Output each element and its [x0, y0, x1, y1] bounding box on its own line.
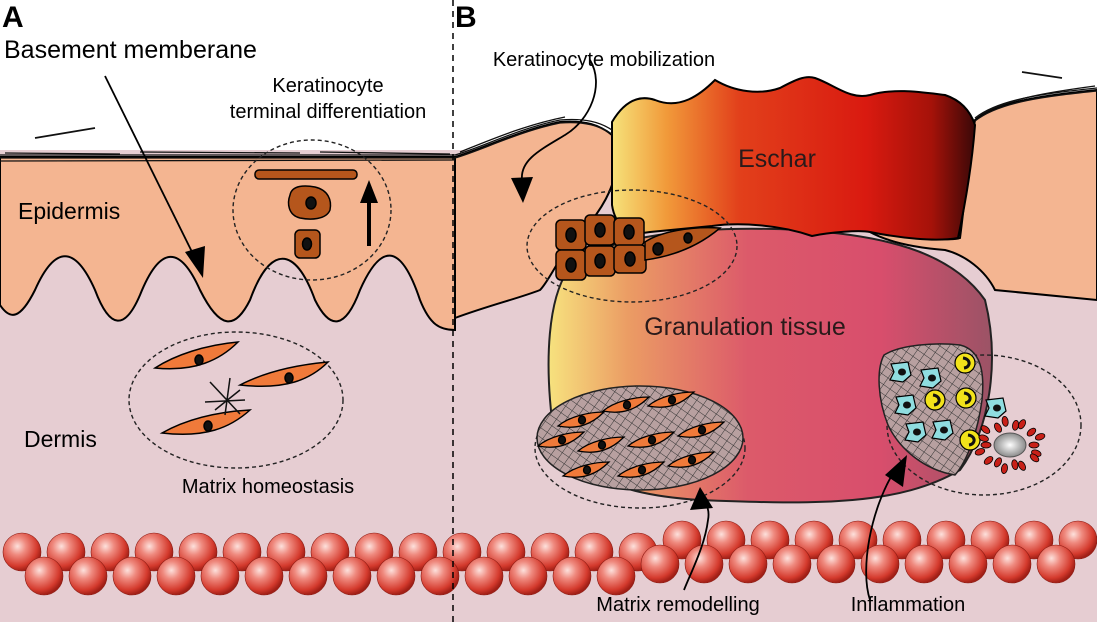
- fibroblast-nucleus: [667, 395, 677, 405]
- red-blood-cell: [1001, 416, 1009, 427]
- red-blood-cell: [1028, 441, 1040, 449]
- neutrophil: [959, 429, 981, 451]
- matrix-homeostasis-zone: [128, 331, 344, 469]
- panel-label-a: A: [2, 1, 24, 34]
- fibroblast-nucleus: [687, 455, 697, 465]
- neutrophil-nucleus: [962, 356, 971, 370]
- blood-cell: [1036, 544, 1076, 584]
- collagen-fibres-a: [204, 377, 246, 416]
- blood-cell: [816, 544, 856, 584]
- blood-cell: [288, 556, 328, 596]
- fibroblast-nucleus: [622, 400, 632, 410]
- panel-label-b: B: [455, 1, 477, 34]
- blood-cell: [332, 556, 372, 596]
- fibroblast-nucleus: [637, 465, 647, 475]
- macrophage-nucleus: [913, 428, 921, 436]
- blood-cell: [684, 544, 724, 584]
- blood-cell: [420, 556, 460, 596]
- blood-cell: [992, 544, 1032, 584]
- blood-cell: [24, 556, 64, 596]
- blood-cell: [904, 544, 944, 584]
- neutrophil-nucleus: [967, 433, 976, 447]
- mobilization-arrow: [511, 59, 597, 203]
- neutrophil: [924, 389, 946, 411]
- eschar-label: Eschar: [738, 145, 816, 173]
- blood-cell: [552, 556, 592, 596]
- red-blood-cell: [993, 422, 1003, 433]
- fibroblast-nucleus: [697, 425, 707, 435]
- blood-cell: [596, 556, 636, 596]
- basement-membrane-arrow: [104, 75, 205, 278]
- red-blood-cell: [1029, 453, 1040, 463]
- macrophage-nucleus: [940, 426, 948, 434]
- blood-cell: [640, 544, 680, 584]
- macrophage-nucleus: [898, 368, 906, 376]
- blood-cell: [156, 556, 196, 596]
- red-blood-cell: [983, 456, 994, 465]
- red-blood-cell: [974, 448, 986, 456]
- neutrophil-nucleus: [932, 393, 941, 407]
- keratinocyte-differentiation-label-line1: Keratinocyte: [272, 75, 383, 97]
- inflammation-arrow: [865, 455, 907, 601]
- fibroblast-nucleus: [577, 415, 587, 425]
- red-blood-cell: [980, 425, 991, 434]
- keratinocyte-mobilization-label: Keratinocyte mobilization: [493, 49, 715, 71]
- red-blood-cell: [1034, 433, 1046, 441]
- macrophage-nucleus: [903, 401, 911, 409]
- eschar: [611, 76, 977, 241]
- red-blood-cell: [993, 457, 1003, 468]
- red-blood-cell: [1026, 427, 1037, 437]
- macrophage-nucleus: [928, 374, 936, 382]
- red-blood-cell: [1000, 463, 1008, 474]
- red-blood-cell: [1011, 459, 1019, 471]
- macrophage-nucleus: [993, 404, 1001, 412]
- granulation-tissue-label: Granulation tissue: [644, 313, 846, 341]
- matrix-remodelling-label: Matrix remodelling: [596, 594, 759, 616]
- fibroblast-nucleus: [597, 440, 607, 450]
- basement-membrane-label: Basement memberane: [4, 36, 257, 64]
- keratinocyte-cells-b: [555, 214, 722, 281]
- clot: [993, 432, 1027, 458]
- blood-cell: [508, 556, 548, 596]
- fibroblasts-a: [152, 341, 330, 436]
- epidermis-label: Epidermis: [18, 198, 120, 224]
- neutrophil-nucleus: [963, 391, 972, 405]
- stratum-corneum: [0, 71, 1097, 162]
- blood-cell: [772, 544, 812, 584]
- epidermis-layer-a: [0, 156, 456, 332]
- keratinocyte-differentiation-label-line2: terminal differentiation: [230, 101, 426, 123]
- keratinocyte-cells-a: [254, 169, 358, 259]
- blood-cell: [200, 556, 240, 596]
- keratinocyte-mobilization-zone: [526, 189, 738, 303]
- fibroblast-nucleus: [582, 465, 592, 475]
- neutrophil: [954, 352, 976, 374]
- blood-cell: [728, 544, 768, 584]
- fibroblast-nucleus: [647, 435, 657, 445]
- blood-cell: [948, 544, 988, 584]
- keratinocyte-differentiation-zone: [232, 139, 392, 281]
- remodelling-arrow: [683, 487, 713, 591]
- red-blood-cell: [978, 434, 989, 442]
- dermis-label: Dermis: [24, 426, 97, 452]
- blood-cell: [860, 544, 900, 584]
- inflammation-label: Inflammation: [851, 594, 966, 616]
- blood-cell: [68, 556, 108, 596]
- red-blood-cell: [980, 441, 992, 449]
- red-blood-cell: [1017, 460, 1027, 471]
- epidermis-layer-b-left: [454, 120, 613, 320]
- neutrophil: [955, 387, 977, 409]
- blood-cell: [376, 556, 416, 596]
- differentiation-arrow: [360, 180, 378, 246]
- immune-cells: [889, 352, 1046, 474]
- blood-cell: [244, 556, 284, 596]
- fibroblasts-b: [536, 391, 726, 478]
- blood-cell: [464, 556, 504, 596]
- red-blood-cell: [1017, 419, 1027, 430]
- matrix-homeostasis-label: Matrix homeostasis: [182, 476, 354, 498]
- blood-cell: [112, 556, 152, 596]
- fibroblast-nucleus: [557, 435, 567, 445]
